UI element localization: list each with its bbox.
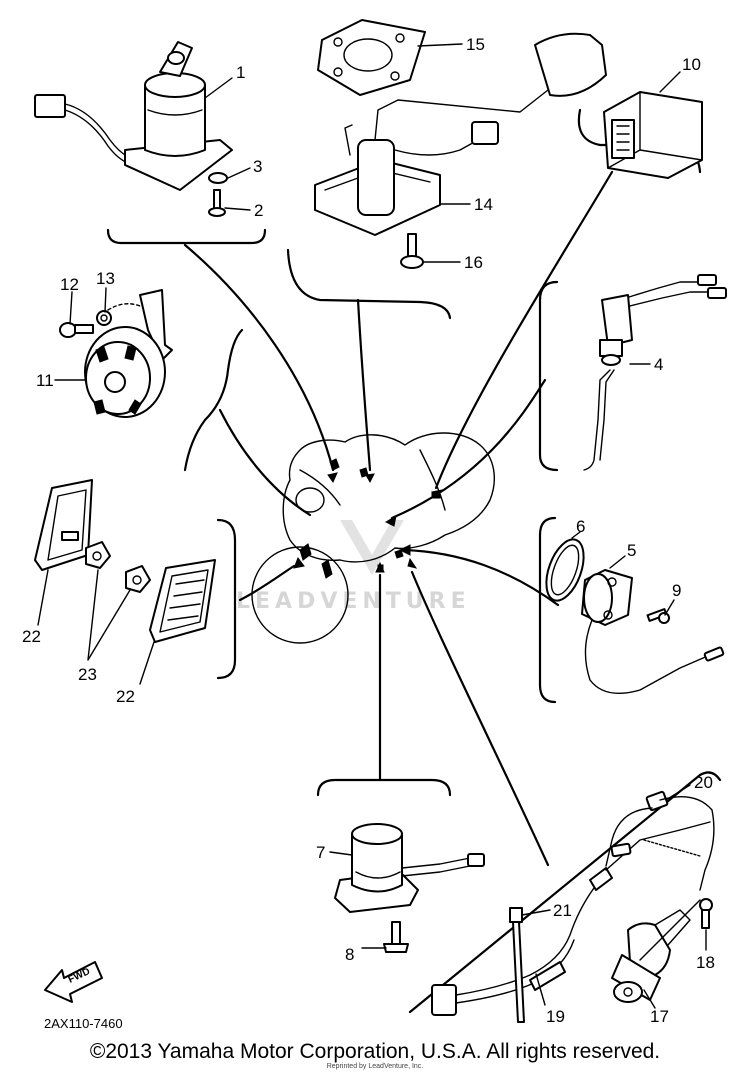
part-22-reflector-right	[149, 559, 216, 643]
forward-direction-arrow: FWD	[44, 961, 103, 1003]
bracket-solenoid	[316, 778, 452, 797]
bracket-oil-switch	[538, 516, 557, 704]
callout-23: 23	[78, 665, 97, 684]
part-17-switch	[611, 899, 701, 1003]
part-23-nut-a	[85, 541, 111, 569]
callout-19: 19	[546, 1007, 565, 1026]
callout-22b: 22	[116, 687, 135, 706]
copyright-notice: ©2013 Yamaha Motor Corporation, U.S.A. A…	[89, 1040, 661, 1063]
part-2-screw	[208, 189, 226, 217]
bracket-neutral-switch	[538, 280, 559, 472]
part-14-fuel-sender	[314, 32, 607, 236]
watermark-text: LEADVENTURE	[236, 589, 471, 614]
bracket-reflectors	[216, 518, 237, 680]
callout-15: 15	[466, 35, 485, 54]
leader-lines	[183, 170, 614, 867]
callout-10: 10	[682, 55, 701, 74]
callout-5: 5	[627, 541, 636, 560]
part-1-main-switch	[34, 41, 233, 191]
callout-14: 14	[474, 195, 493, 214]
part-18-screw	[699, 898, 713, 929]
callout-leaders	[37, 43, 707, 1009]
part-21-cable-tie	[509, 907, 525, 1023]
callout-6: 6	[576, 517, 585, 536]
callout-8: 8	[345, 945, 354, 964]
callout-18: 18	[696, 953, 715, 972]
part-15-gasket	[317, 19, 426, 96]
callout-7: 7	[316, 843, 325, 862]
callout-13: 13	[96, 269, 115, 288]
part-3-washer	[208, 172, 228, 184]
part-9-screw	[646, 608, 670, 624]
part-23-nut-b	[125, 565, 151, 593]
part-10-relay	[603, 91, 703, 179]
bracket-main-switch	[106, 228, 267, 245]
part-7-solenoid	[334, 823, 485, 913]
part-16-bolt	[400, 233, 424, 269]
part-8-bolt	[383, 921, 409, 953]
reprint-notice: Reprinted by LeadVenture, Inc.	[326, 1063, 424, 1070]
callout-2: 2	[254, 201, 263, 220]
callout-3: 3	[253, 157, 262, 176]
bracket-fuel-sender	[286, 248, 452, 320]
part-11-horn	[84, 289, 173, 418]
callout-12: 12	[60, 275, 79, 294]
leadventure-watermark: LEADVENTURE	[236, 520, 471, 614]
part-20-connector	[605, 790, 715, 891]
callout-20: 20	[694, 773, 713, 792]
callout-17: 17	[650, 1007, 669, 1026]
callout-22a: 22	[22, 627, 41, 646]
part-12-bolt	[59, 322, 94, 338]
callout-16: 16	[464, 253, 483, 272]
bracket-wire-harness	[408, 771, 722, 1014]
part-22-reflector-left	[34, 479, 93, 571]
part-6-o-ring	[545, 538, 585, 602]
callout-11: 11	[36, 371, 54, 390]
bracket-horn	[183, 328, 244, 472]
diagram-code: 2AX110-7460	[44, 1016, 123, 1031]
callout-1: 1	[236, 63, 245, 82]
part-5-oil-switch	[581, 569, 725, 694]
part-4-neutral-switch	[583, 274, 727, 471]
part-13-nut	[96, 310, 112, 326]
callout-numbers: 1 2 3 4 5 6 7 8 9 10 11 12 13 14 15 16 1…	[22, 35, 715, 1026]
callout-9: 9	[672, 581, 681, 600]
callout-21: 21	[553, 901, 572, 920]
callout-4: 4	[654, 355, 663, 374]
